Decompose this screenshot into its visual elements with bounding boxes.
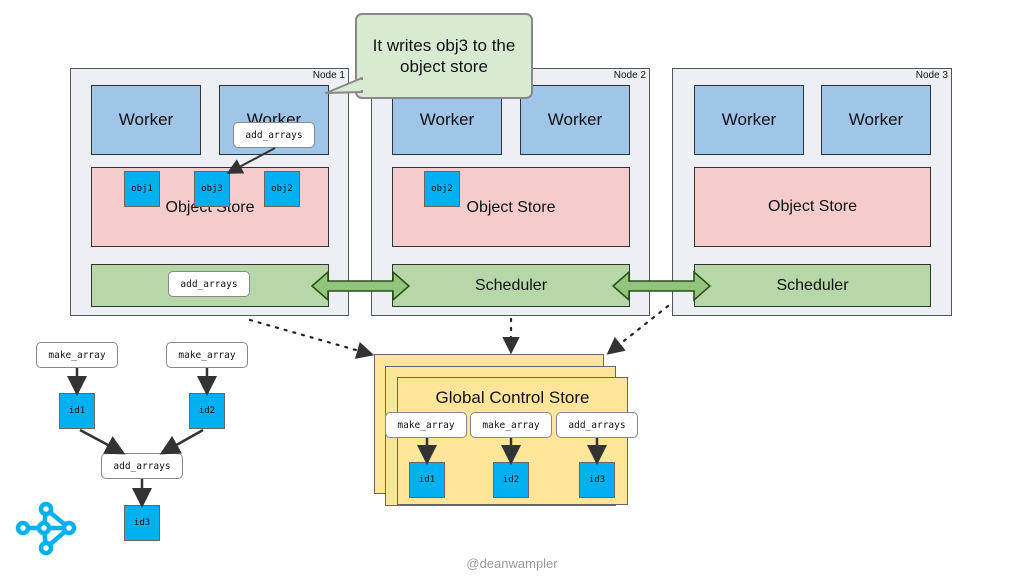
scheduler-link-arrow (611, 270, 712, 302)
gcs-id3: id3 (579, 462, 615, 498)
node-label: Node 2 (613, 70, 646, 81)
graph-task-make-array-b: make_array (166, 342, 248, 368)
worker: Worker (91, 85, 201, 155)
ray-logo (15, 501, 77, 556)
object-store: Object Store (392, 167, 630, 247)
worker-label: Worker (547, 110, 603, 129)
gcs-id1: id1 (409, 462, 445, 498)
object-obj1: obj1 (124, 171, 160, 207)
gcs-link-dotted (248, 318, 375, 359)
scheduler-link-arrow (310, 270, 411, 302)
node-label: Node 1 (312, 70, 345, 81)
scheduler: Scheduler (694, 264, 931, 307)
graph-id2: id2 (189, 393, 225, 429)
graph-task-make-array-a: make_array (36, 342, 118, 368)
worker-label: Worker (848, 110, 904, 129)
worker: Worker (520, 85, 630, 155)
gcs-task-make-array: make_array (470, 412, 552, 438)
object-store: Object Store (694, 167, 931, 247)
object-store-label: Object Store (165, 199, 255, 216)
worker: Worker (694, 85, 804, 155)
object-store-label: Object Store (466, 199, 556, 216)
graph-id3: id3 (124, 505, 160, 541)
graph-edge (159, 428, 204, 455)
object-obj2: obj2 (264, 171, 300, 207)
callout-text: It writes obj3 to the object store (355, 13, 533, 99)
object-obj2: obj2 (424, 171, 460, 207)
scheduler-label: Scheduler (776, 276, 849, 294)
gcs-task-add-arrays: add_arrays (556, 412, 638, 438)
object-store-label: Object Store (768, 198, 857, 215)
graph-task-add-arrays: add_arrays (101, 453, 183, 479)
scheduler-label: Scheduler (474, 276, 548, 294)
gcs-task-make-array: make_array (385, 412, 467, 438)
footer-handle: @deanwampler (466, 556, 558, 571)
graph-edge (79, 428, 126, 455)
gcs-title: Global Control Store (435, 388, 590, 407)
write-arrow (226, 147, 276, 174)
gcs-link-dotted (606, 304, 670, 355)
graph-id1: id1 (59, 393, 95, 429)
object-obj3: obj3 (194, 171, 230, 207)
worker-label: Worker (419, 110, 475, 129)
node-label: Node 3 (915, 70, 948, 81)
scheduler: Scheduler (392, 264, 630, 307)
scheduler-task-add-arrays: add_arrays (168, 271, 250, 297)
gcs-id2: id2 (493, 462, 529, 498)
callout-tail (325, 77, 363, 94)
worker: Worker (821, 85, 931, 155)
worker-label: Worker (118, 110, 174, 129)
worker-label: Worker (721, 110, 777, 129)
